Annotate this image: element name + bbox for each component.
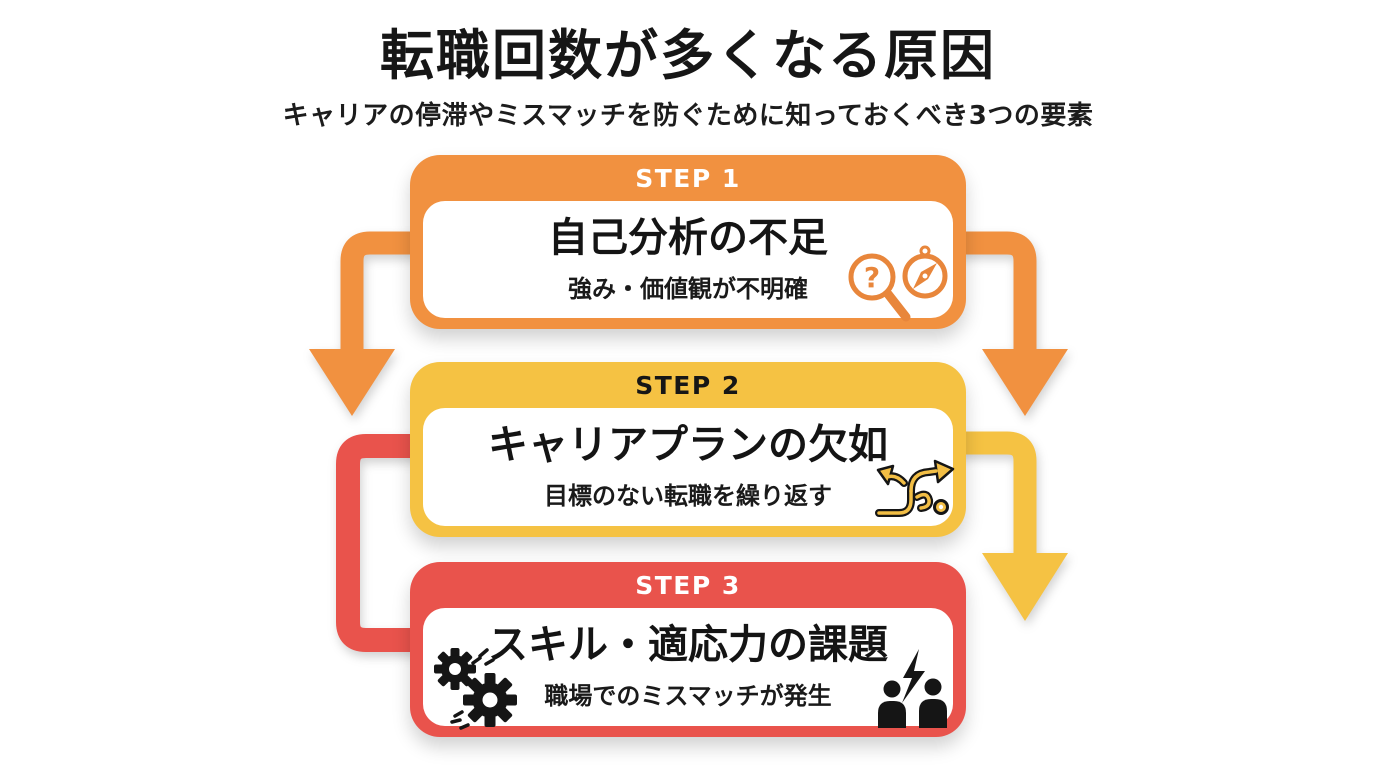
- page-title: 転職回数が多くなる原因: [380, 24, 996, 87]
- step3-label: STEP 3: [635, 571, 741, 600]
- step3-description: 職場でのミスマッチが発生: [544, 682, 832, 710]
- step2-card: STEP 2 キャリアプランの欠如 目標のない転職を繰り返す: [410, 362, 966, 537]
- step2-description: 目標のない転職を繰り返す: [544, 482, 832, 510]
- step1-card: STEP 1 自己分析の不足 強み・価値観が不明確: [410, 155, 966, 329]
- step3-inner-panel: スキル・適応力の課題 職場でのミスマッチが発生: [423, 608, 953, 726]
- step1-right-arrowhead-icon: [982, 349, 1068, 416]
- step1-label: STEP 1: [635, 164, 741, 193]
- step1-heading: 自己分析の不足: [548, 214, 828, 261]
- step1-left-arrow: [340, 231, 426, 352]
- step3-card: STEP 3 スキル・適応力の課題 職場でのミスマッチが発生: [410, 562, 966, 737]
- step2-inner-panel: キャリアプランの欠如 目標のない転職を繰り返す: [423, 408, 953, 526]
- step2-left-elbow-connector: [336, 434, 426, 652]
- step1-description: 強み・価値観が不明確: [568, 274, 808, 303]
- step2-right-arrowhead-icon: [982, 553, 1068, 621]
- step1-right-arrow: [950, 231, 1037, 352]
- header: 転職回数が多くなる原因 キャリアの停滞やミスマッチを防ぐために知っておくべき3つ…: [0, 0, 1376, 132]
- page-subtitle: キャリアの停滞やミスマッチを防ぐために知っておくべき3つの要素: [282, 101, 1094, 132]
- step3-heading: スキル・適応力の課題: [488, 622, 888, 668]
- step1-inner-panel: 自己分析の不足 強み・価値観が不明確: [423, 201, 953, 318]
- step2-heading: キャリアプランの欠如: [488, 422, 888, 468]
- step2-right-arrow: [950, 431, 1037, 556]
- step2-label: STEP 2: [635, 371, 741, 400]
- step1-left-arrowhead-icon: [309, 349, 395, 416]
